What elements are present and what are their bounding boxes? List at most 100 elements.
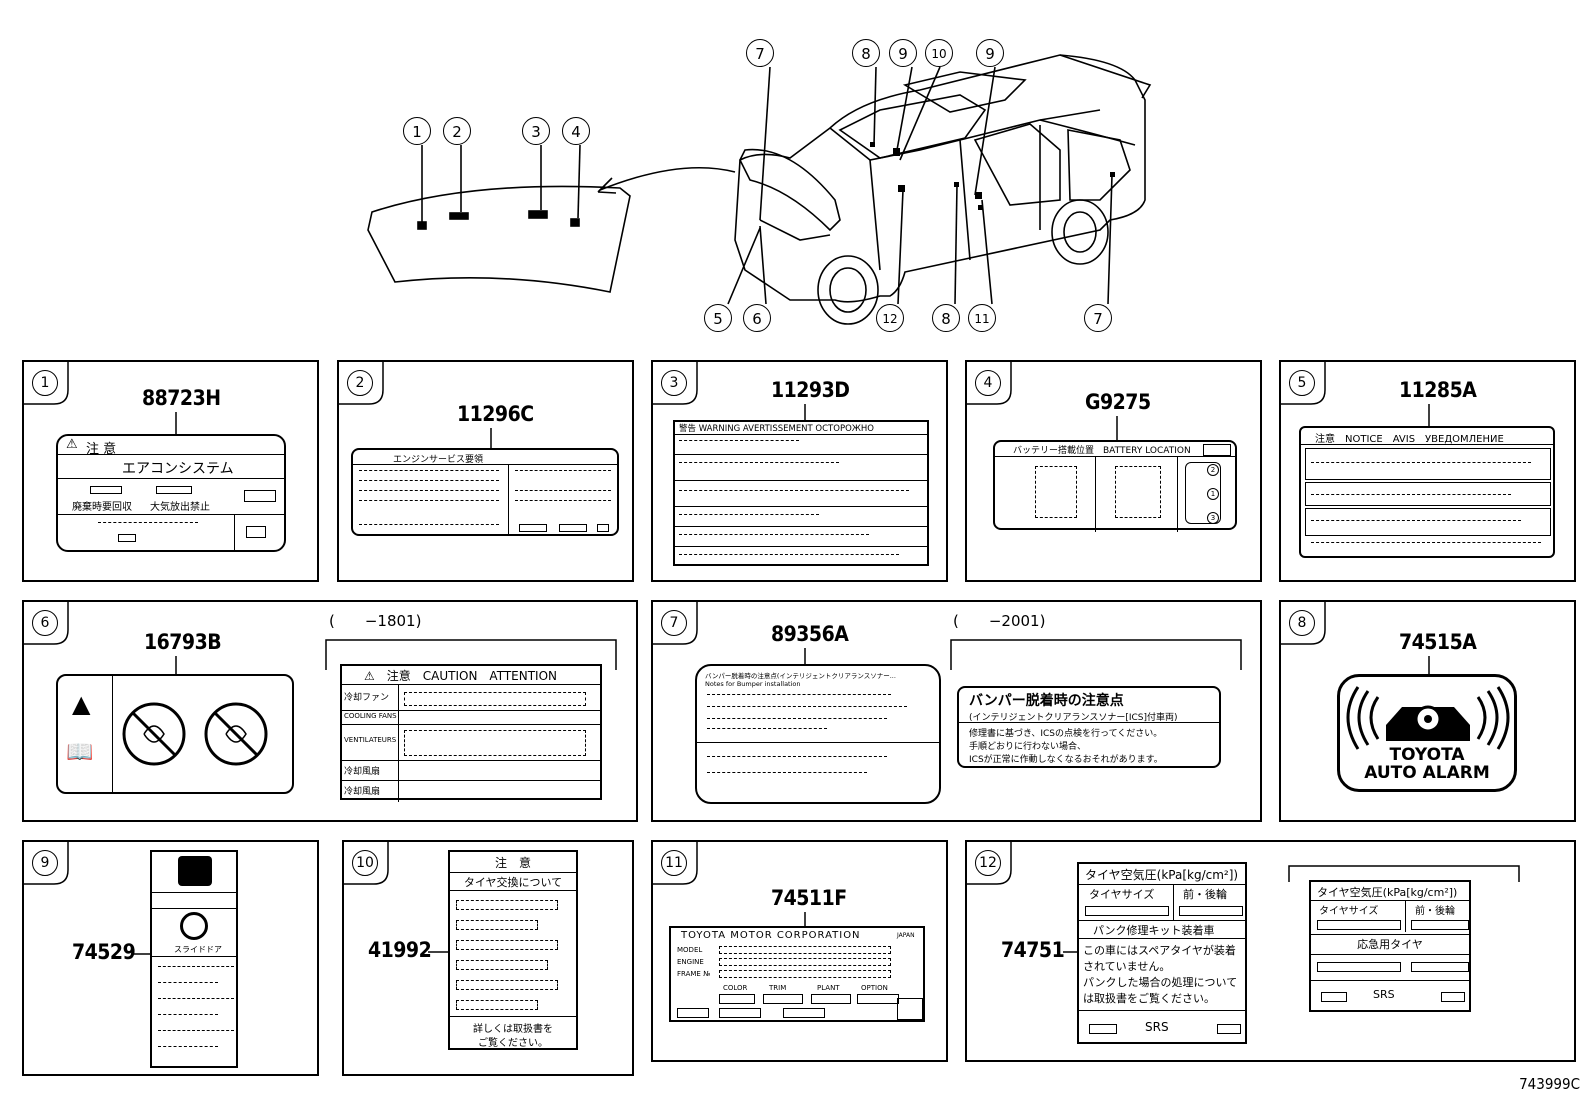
label-74751: タイヤ空気圧(kPa[kg/cm²]) タイヤサイズ 前・後輪 パンク修理キット… (1077, 862, 1247, 1044)
label-line-2: 大気放出禁止 (150, 502, 210, 513)
notice-line-2: されていません。 (1083, 960, 1171, 973)
slide-label: スライドドア (174, 945, 222, 954)
footer-line-2: ご覧ください。 (478, 1038, 548, 1049)
repair-kit-label: パンク修理キット装着車 (1093, 924, 1215, 937)
label-title: TOYOTA MOTOR CORPORATION (681, 930, 861, 941)
part-number: 74515A (1399, 630, 1477, 654)
callout-3: 3 (522, 117, 550, 145)
manual-icon: 📖 (66, 740, 94, 765)
diagram-id: 743999C (1519, 1075, 1580, 1093)
callout-2: 2 (1207, 464, 1219, 476)
part-number: 41992 (368, 938, 432, 962)
part-number: G9275 (1085, 390, 1151, 414)
part-number: 11293D (771, 378, 850, 402)
callout-4: 4 (562, 117, 590, 145)
panel-number: 9 (32, 850, 58, 876)
notice-line-1: この車にはスペアタイヤが装着 (1083, 944, 1236, 957)
panel-number: 5 (1289, 370, 1315, 396)
callout-12: 12 (876, 304, 904, 332)
srs-label: SRS (1145, 1020, 1169, 1034)
label-title: エンジンサービス要領 (393, 455, 484, 465)
small-text-2: Notes for Bumper installation (705, 680, 801, 688)
row-engine: ENGINE (677, 958, 704, 966)
label-11285A: 注意 NOTICE AVIS УВЕДОМЛЕНИЕ (1299, 426, 1555, 558)
label-title: 注 意 (494, 856, 531, 870)
callout-7: 7 (1084, 304, 1112, 332)
front-rear-label: 前・後輪 (1183, 888, 1227, 901)
label-line-2: 手順どおりに行わない場合、 (969, 742, 1087, 752)
panel-4: 4 G9275 バッテリー搭載位置 BATTERY LOCATION 2 1 3 (965, 360, 1262, 582)
label-title: 警告 WARNING AVERTISSEMENT ОСТОРОЖНО (679, 424, 874, 434)
part-number: 74511F (771, 886, 847, 910)
callout-10: 10 (925, 39, 953, 67)
panel-8: 8 74515A TOYOTA AUTO ALARM (1279, 600, 1576, 822)
brand-line-1: TOYOTA (1389, 745, 1465, 765)
callout-3: 3 (1207, 512, 1219, 524)
callout-9: 9 (976, 39, 1004, 67)
label-line-3: ICSが正常に作動しなくなるおそれがあります。 (969, 755, 1163, 765)
panel-7: 7 89356A ( −2001) バンパー脱着時の注意点(インテリジェントクリ… (651, 600, 1262, 822)
notice-line-3: パンクした場合の処理について (1083, 976, 1238, 989)
front-rear-label: 前・後輪 (1415, 906, 1455, 917)
col-trim: TRIM (769, 984, 787, 992)
panel-number: 2 (347, 370, 373, 396)
label-title: 注意 NOTICE AVIS УВЕДОМЛЕНИЕ (1315, 434, 1504, 445)
callout-5: 5 (704, 304, 732, 332)
tire-size-label: タイヤサイズ (1319, 906, 1379, 917)
part-number: 11296C (457, 402, 534, 426)
warning-icon: ⚠ (66, 437, 78, 452)
callout-11: 11 (968, 304, 996, 332)
label-88723H: 注 意 ⚠ エアコンシステム 廃棄時要回収 大気放出禁止 (56, 434, 286, 552)
callout-8: 8 (852, 39, 880, 67)
part-number: 89356A (771, 622, 849, 646)
label-title: バンパー脱着時の注意点 (969, 693, 1124, 709)
label-74515A: TOYOTA AUTO ALARM (1337, 674, 1517, 792)
label-line-1: 修理書に基づき、ICSの点検を行ってください。 (969, 729, 1163, 739)
row-label-1: 冷却ファン (344, 693, 390, 703)
label-title: タイヤ空気圧(kPa[kg/cm²]) (1085, 868, 1239, 882)
label-G9275: バッテリー搭載位置 BATTERY LOCATION 2 1 3 (993, 440, 1237, 532)
brand-line-2: AUTO ALARM (1364, 763, 1490, 783)
label-body: エアコンシステム (122, 461, 234, 477)
label-caution-fan: ⚠ 注意 CAUTION ATTENTION 冷却ファン COOLING FAN… (340, 664, 602, 802)
row-frame: FRAME № (677, 970, 711, 978)
part-number: 74529 (72, 940, 136, 964)
part-number: 16793B (144, 630, 222, 654)
notice-line-4: は取扱書をご覧ください。 (1083, 992, 1215, 1005)
panel-number: 4 (975, 370, 1001, 396)
serial-range: ( −1801) (329, 612, 422, 630)
callout-2: 2 (443, 117, 471, 145)
row-label-5: 冷却風扇 (344, 787, 381, 797)
child-lock-icon (178, 856, 212, 886)
panel-11: 11 74511F TOYOTA MOTOR CORPORATION JAPAN… (651, 840, 948, 1062)
small-text-1: バンパー脱着時の注意点(インテリジェントクリアランスソナー... (705, 672, 896, 680)
col-plant: PLANT (817, 984, 840, 992)
label-bumper-notice: バンパー脱着時の注意点 (インテリジェントクリアランスソナー[ICS]付車両) … (957, 686, 1221, 768)
row-label-3: VENTILATEURS (344, 736, 397, 744)
part-number: 88723H (142, 386, 221, 410)
panel-3: 3 11293D 警告 WARNING AVERTISSEMENT ОСТОРО… (651, 360, 948, 582)
label-11296C: エンジンサービス要領 (351, 448, 619, 536)
serial-range: ( −2001) (953, 612, 1046, 630)
row-model: MODEL (677, 946, 703, 954)
callout-7: 7 (746, 39, 774, 67)
srs-label: SRS (1373, 988, 1395, 1001)
label-line-1: 廃棄時要回収 (72, 502, 132, 513)
col-option: OPTION (861, 984, 888, 992)
label-74511F: TOYOTA MOTOR CORPORATION JAPAN MODEL ENG… (669, 926, 925, 1022)
no-slide-icon (180, 912, 208, 940)
label-subtitle: (インテリジェントクリアランスソナー[ICS]付車両) (969, 713, 1178, 723)
callout-1: 1 (1207, 488, 1219, 500)
panel-number: 1 (32, 370, 58, 396)
row-label-2: COOLING FANS (344, 712, 397, 720)
row-label-4: 冷却風扇 (344, 767, 381, 777)
panel-6: 6 16793B ( −1801) ▲ 📖 ⚠ 注意 CAUTION ATTEN… (22, 600, 638, 822)
spare-tire-label: 応急用タイヤ (1357, 938, 1423, 951)
vehicle-drawing (367, 54, 1152, 325)
panel-number: 10 (352, 850, 378, 876)
panel-5: 5 11285A 注意 NOTICE AVIS УВЕДОМЛЕНИЕ (1279, 360, 1576, 582)
label-title: バッテリー搭載位置 BATTERY LOCATION (1013, 446, 1191, 456)
tire-size-label: タイヤサイズ (1089, 888, 1155, 901)
no-touch-fan-icons (122, 702, 268, 766)
label-11293D: 警告 WARNING AVERTISSEMENT ОСТОРОЖНО (673, 420, 929, 566)
